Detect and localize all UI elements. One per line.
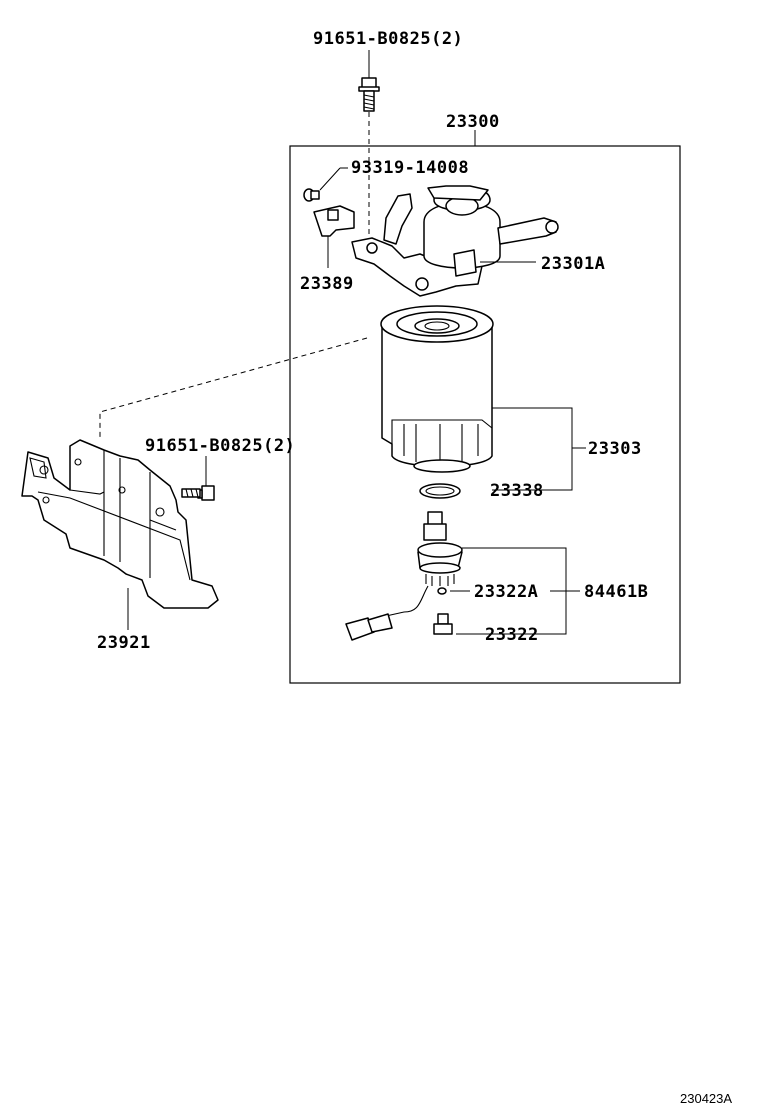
assembly-frame [289, 145, 681, 684]
label-o-ring: 23322A [474, 582, 538, 602]
label-warning-switch: 23322 [485, 625, 539, 645]
label-assembly: 23300 [446, 112, 500, 132]
warning-switch-icon [385, 511, 463, 617]
label-protector: 23921 [97, 633, 151, 653]
connector-icon [345, 613, 393, 641]
screw-icon [303, 188, 320, 202]
filter-element-icon [380, 305, 494, 473]
warning-switch-icon [433, 613, 453, 635]
label-gasket: 23338 [490, 481, 544, 501]
o-ring-icon [437, 587, 447, 595]
bolt-icon [181, 485, 215, 501]
label-filter-head: 23301A [541, 254, 605, 274]
label-bolt-top: 91651-B0825(2) [313, 29, 463, 49]
label-screw: 93319-14008 [351, 158, 469, 178]
diagram-reference-code: 230423A [680, 1091, 732, 1106]
bolt-icon [358, 77, 380, 112]
label-bolt-side: 91651-B0825(2) [145, 436, 295, 456]
gasket-icon [419, 483, 461, 499]
bracket-icon [313, 205, 355, 237]
filter-head-icon [351, 185, 559, 297]
label-sensor-kit: 84461B [584, 582, 648, 602]
label-filter-element: 23303 [588, 439, 642, 459]
label-bracket-small: 23389 [300, 274, 354, 294]
protector-icon [21, 439, 219, 609]
